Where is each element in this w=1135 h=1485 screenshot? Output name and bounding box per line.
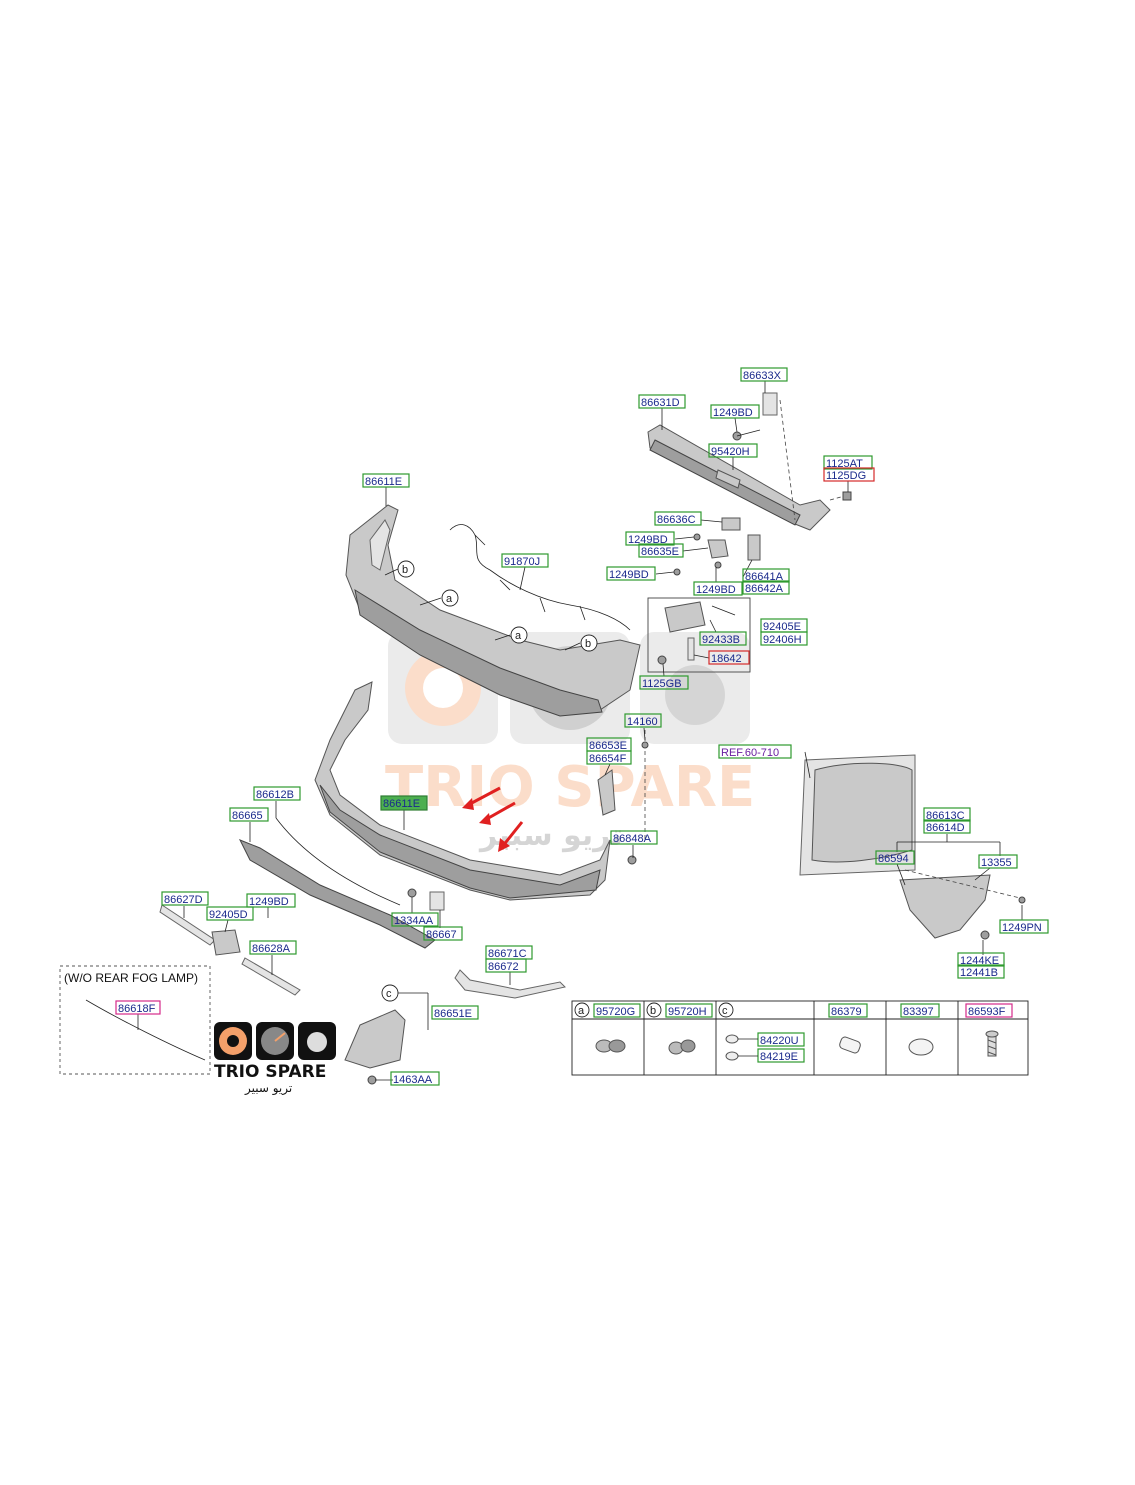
label-1249BD-d: 1249BD [696, 584, 736, 596]
label-86653E: 86653E [589, 740, 627, 752]
label-1244KE: 1244KE [960, 955, 999, 967]
label-12441B: 12441B [960, 967, 998, 979]
label-86628A: 86628A [252, 943, 291, 955]
label-1125GB: 1125GB [642, 678, 682, 690]
callout-a-2: a [515, 630, 522, 642]
label-92405D: 92405D [209, 909, 248, 921]
screw-icon [985, 1030, 999, 1057]
legend-95720H: 95720H [668, 1006, 707, 1018]
label-1249BD-e: 1249BD [249, 896, 289, 908]
label-86654F: 86654F [589, 753, 627, 765]
label-86672: 86672 [488, 961, 519, 973]
label-86633X: 86633X [743, 370, 782, 382]
lower-trims [159, 817, 566, 999]
label-86651E: 86651E [434, 1008, 472, 1020]
fog-lamp-group [647, 597, 751, 673]
legend-table: a 95720G b 95720H c 86379 83397 86593F 8… [571, 1000, 1029, 1076]
legend-callout-b: b [650, 1005, 656, 1017]
label-92406H: 92406H [763, 634, 802, 646]
label-1463AA: 1463AA [393, 1074, 433, 1086]
logo-brand: TRIO SPARE [214, 1062, 326, 1082]
label-1334AA: 1334AA [394, 915, 434, 927]
grommet-a-icon [595, 1039, 626, 1053]
label-91870J: 91870J [504, 556, 540, 568]
watermark-brand: TRIO SPARE [385, 755, 755, 820]
label-86618F: 86618F [118, 1003, 156, 1015]
bumper-cover-main [314, 681, 611, 901]
side-bracket [597, 730, 649, 865]
label-1249BD-a: 1249BD [713, 407, 753, 419]
part-labels: 86633X 86631D 1249BD 95420H 1125AT 1125D… [161, 367, 1049, 1086]
plug-rect-icon [839, 1036, 861, 1054]
label-86611E-top: 86611E [365, 476, 402, 488]
label-86631D: 86631D [641, 397, 680, 409]
legend-callout-c: c [722, 1005, 728, 1017]
label-95420H: 95420H [711, 446, 750, 458]
bumper-beam [647, 392, 852, 531]
label-86612B: 86612B [256, 789, 294, 801]
legend-83397: 83397 [903, 1006, 934, 1018]
label-86613C: 86613C [926, 810, 965, 822]
callout-a-1: a [446, 593, 453, 605]
legend-84219E: 84219E [760, 1051, 798, 1063]
label-1249BD-c: 1249BD [609, 569, 649, 581]
callout-b-2: b [585, 638, 591, 650]
logo-brand-ar: تريو سبير [244, 1081, 292, 1096]
label-86848A: 86848A [613, 833, 652, 845]
label-86636C: 86636C [657, 514, 696, 526]
label-86594: 86594 [878, 853, 909, 865]
corner-bracket [344, 1009, 406, 1085]
label-1249PN: 1249PN [1002, 922, 1042, 934]
label-14160: 14160 [627, 716, 658, 728]
label-86614D: 86614D [926, 822, 965, 834]
callout-circles: b a a b c [381, 560, 598, 1030]
label-86627D: 86627D [164, 894, 203, 906]
wo-rear-fog-lamp-box: (W/O REAR FOG LAMP) 86618F [59, 965, 211, 1075]
beam-fasteners [673, 429, 761, 576]
note-wo-rear-fog-lamp: (W/O REAR FOG LAMP) [64, 971, 198, 985]
trio-spare-logo: TRIO SPARE تريو سبير [214, 1022, 336, 1096]
legend-84220U: 84220U [760, 1035, 799, 1047]
label-1249BD-b: 1249BD [628, 534, 668, 546]
legend-95720G: 95720G [596, 1006, 635, 1018]
label-1125DG: 1125DG [826, 470, 866, 482]
label-86635E: 86635E [641, 546, 679, 558]
label-86665: 86665 [232, 810, 263, 822]
bumper-cover-upper [345, 504, 641, 717]
label-92405E: 92405E [763, 621, 801, 633]
label-86641A: 86641A [745, 571, 784, 583]
label-86671C: 86671C [488, 948, 527, 960]
label-13355: 13355 [981, 857, 1012, 869]
label-86667: 86667 [426, 929, 457, 941]
legend-callout-a: a [578, 1005, 585, 1017]
callout-c-1: c [386, 988, 392, 1000]
fender-reference [799, 751, 1026, 940]
label-1125AT: 1125AT [826, 458, 863, 470]
indicator-arrows [462, 786, 524, 852]
callout-b-1: b [402, 564, 408, 576]
leader-lines [85, 381, 1023, 1081]
label-92433B: 92433B [702, 634, 740, 646]
grommet-b-icon [668, 1039, 696, 1055]
label-86611E-mid: 86611E [383, 798, 420, 810]
wiring-harness [449, 524, 631, 631]
legend-86379: 86379 [831, 1006, 862, 1018]
legend-86593F: 86593F [968, 1006, 1006, 1018]
label-18642: 18642 [711, 653, 742, 665]
plug-oval-icon [908, 1038, 934, 1056]
label-ref-60-710: REF.60-710 [721, 747, 779, 759]
label-86642A: 86642A [745, 583, 784, 595]
clip-c-icon [725, 1034, 758, 1061]
